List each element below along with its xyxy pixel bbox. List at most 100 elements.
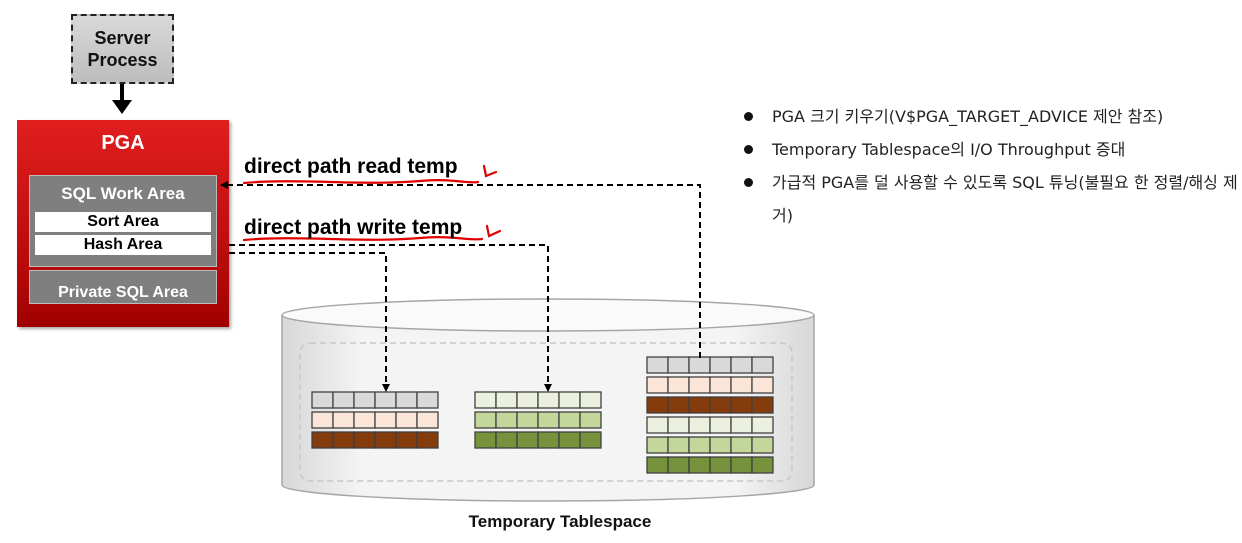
block-cell — [579, 411, 602, 429]
sql-work-area: SQL Work Area Sort Area Hash Area — [29, 175, 217, 267]
tuning-tips-list: PGA 크기 키우기(V$PGA_TARGET_ADVICE 제안 참조) Te… — [738, 100, 1238, 232]
block-cell — [395, 411, 418, 429]
block-cell — [646, 456, 669, 474]
block-cell — [395, 391, 418, 409]
block-cell — [332, 431, 355, 449]
block-cell — [730, 436, 753, 454]
server-to-pga-arrowhead — [112, 100, 132, 114]
block-cell — [353, 391, 376, 409]
block-cell — [416, 391, 439, 409]
sql-work-area-title: SQL Work Area — [61, 184, 185, 203]
block-cell — [646, 376, 669, 394]
block-cell — [751, 436, 774, 454]
tip-item: Temporary Tablespace의 I/O Throughput 증대 — [738, 133, 1238, 166]
tablespace-caption: Temporary Tablespace — [468, 512, 652, 531]
block-cell — [416, 411, 439, 429]
block-cell — [558, 431, 581, 449]
write-check-annotation — [485, 224, 502, 238]
block-cell — [332, 391, 355, 409]
block-cell — [709, 416, 732, 434]
block-cell — [646, 436, 669, 454]
block-cell — [374, 411, 397, 429]
block-cell — [474, 411, 497, 429]
block-cell — [709, 356, 732, 374]
block-cell — [730, 356, 753, 374]
block-cell — [688, 396, 711, 414]
block-group-mixed — [646, 356, 774, 474]
block-cell — [374, 391, 397, 409]
block-cell — [353, 431, 376, 449]
direct-path-read-temp-label: direct path read temp — [244, 155, 458, 178]
block-cell — [751, 356, 774, 374]
block-cell — [537, 391, 560, 409]
block-cell — [730, 376, 753, 394]
pga-title: PGA — [101, 132, 145, 154]
tip-item: PGA 크기 키우기(V$PGA_TARGET_ADVICE 제안 참조) — [738, 100, 1238, 133]
sort-area: Sort Area — [34, 211, 212, 233]
block-cell — [474, 391, 497, 409]
block-cell — [579, 431, 602, 449]
direct-path-write-temp-label: direct path write temp — [244, 216, 463, 239]
block-cell — [416, 431, 439, 449]
private-sql-area-label: Private SQL Area — [58, 284, 188, 301]
read-temp-arrow — [220, 181, 701, 358]
block-cell — [395, 431, 418, 449]
block-cell — [667, 356, 690, 374]
block-cell — [751, 396, 774, 414]
block-cell — [667, 436, 690, 454]
block-cell — [579, 391, 602, 409]
block-cell — [311, 391, 334, 409]
block-cell — [516, 431, 539, 449]
block-cell — [730, 396, 753, 414]
block-cell — [667, 456, 690, 474]
block-cell — [709, 396, 732, 414]
tablespace-inner-region — [299, 342, 793, 482]
server-process-box: Server Process — [71, 14, 174, 84]
block-cell — [537, 411, 560, 429]
block-cell — [537, 431, 560, 449]
block-cell — [709, 436, 732, 454]
block-cell — [495, 391, 518, 409]
block-cell — [374, 431, 397, 449]
block-cell — [709, 376, 732, 394]
block-cell — [474, 431, 497, 449]
block-cell — [730, 456, 753, 474]
block-cell — [558, 411, 581, 429]
block-cell — [646, 416, 669, 434]
block-cell — [688, 356, 711, 374]
block-cell — [730, 416, 753, 434]
tip-item: 가급적 PGA를 덜 사용할 수 있도록 SQL 튜닝(불필요 한 정렬/해싱 … — [738, 166, 1238, 232]
block-cell — [688, 376, 711, 394]
block-cell — [516, 411, 539, 429]
block-cell — [646, 356, 669, 374]
block-cell — [688, 416, 711, 434]
write-temp-arrow-group2 — [229, 244, 552, 392]
block-cell — [709, 456, 732, 474]
block-cell — [332, 411, 355, 429]
block-group-hash — [474, 391, 602, 449]
block-cell — [353, 411, 376, 429]
block-cell — [688, 456, 711, 474]
block-cell — [751, 376, 774, 394]
block-cell — [495, 411, 518, 429]
read-check-annotation — [482, 164, 498, 178]
block-cell — [646, 396, 669, 414]
block-cell — [495, 431, 518, 449]
write-underline-annotation — [242, 236, 484, 242]
pga-box: PGA SQL Work Area Sort Area Hash Area Pr… — [17, 120, 229, 327]
block-cell — [667, 416, 690, 434]
write-temp-arrow-group1 — [229, 252, 390, 392]
block-cell — [667, 396, 690, 414]
block-cell — [667, 376, 690, 394]
block-group-sort — [311, 391, 439, 449]
block-cell — [751, 456, 774, 474]
block-cell — [558, 391, 581, 409]
block-cell — [751, 416, 774, 434]
block-cell — [516, 391, 539, 409]
read-underline-annotation — [242, 179, 480, 185]
private-sql-area: Private SQL Area — [29, 270, 217, 304]
block-cell — [311, 431, 334, 449]
temp-segment-blocks — [311, 356, 774, 474]
hash-area: Hash Area — [34, 234, 212, 256]
